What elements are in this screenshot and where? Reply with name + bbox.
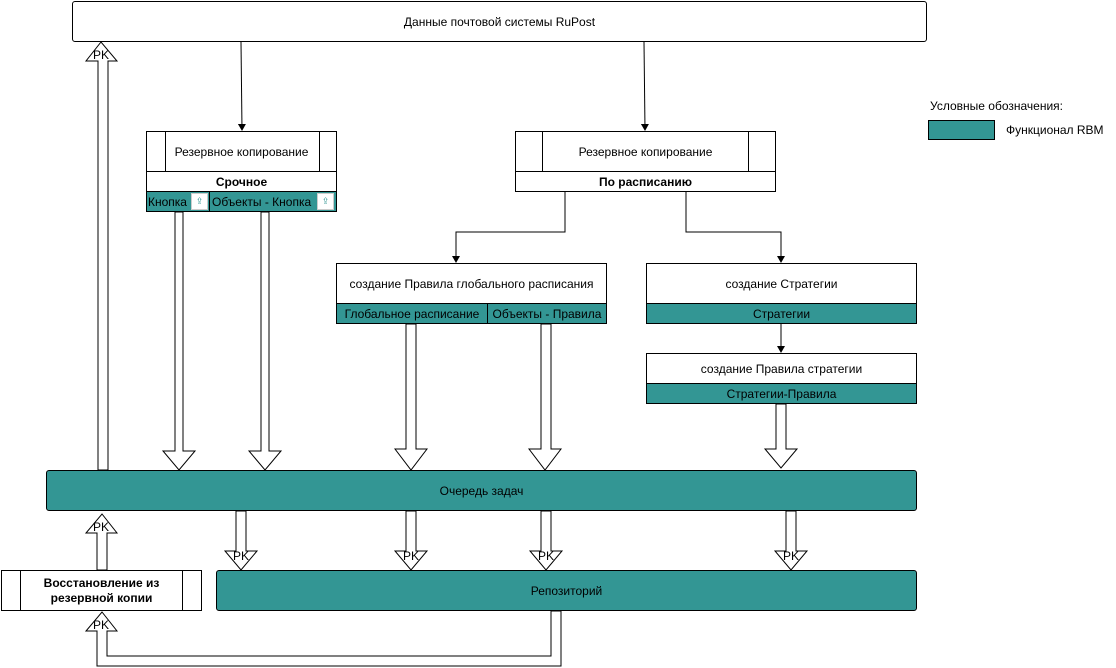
repo-to-restore-arrow xyxy=(84,610,562,667)
pk-label-queue: PK xyxy=(93,520,109,534)
scheduled-to-strategy-arrow xyxy=(685,192,785,263)
strategy-rule-box[interactable]: создание Правила стратегии xyxy=(646,353,917,384)
cell-knopka[interactable]: Кнопка xyxy=(148,192,210,211)
urgent-backup-mode: Срочное xyxy=(146,171,337,192)
strategy-rule-title: создание Правила стратегии xyxy=(700,361,863,376)
upload-icon[interactable]: ⇪ xyxy=(317,193,334,210)
pk-label-repo-4: PK xyxy=(783,549,799,563)
cell-objects-rules-label: Объекты - Правила xyxy=(492,306,602,321)
scheduled-backup-mode: По расписанию xyxy=(515,171,776,192)
queue-to-repo-arrow-2 xyxy=(393,510,429,571)
source-system-box[interactable]: Данные почтовой системы RuPost xyxy=(72,1,927,42)
repository[interactable]: Репозиторий xyxy=(216,570,917,611)
queue-to-source-arrow xyxy=(84,41,119,471)
source-to-scheduled-arrow xyxy=(640,41,649,131)
queue-to-repo-arrow-1 xyxy=(223,510,259,571)
cell-global-schedule-label: Глобальное расписание xyxy=(344,306,480,321)
obj-rules-to-queue-arrow xyxy=(527,323,563,471)
source-to-urgent-arrow xyxy=(237,41,246,131)
urgent-backup-title: Резервное копирование xyxy=(174,144,309,159)
global-schedule-box[interactable]: создание Правила глобального расписания xyxy=(336,263,607,304)
strategy-box[interactable]: создание Стратегии xyxy=(646,263,917,304)
restore-title: Восстановление из резервной копии xyxy=(43,575,160,605)
source-system-title: Данные почтовой системы RuPost xyxy=(403,14,596,29)
restore-process[interactable]: Восстановление из резервной копии xyxy=(1,570,202,611)
restore-to-queue-arrow xyxy=(84,513,119,571)
strategy-cell-label: Стратегии xyxy=(752,306,811,321)
pk-label-repo-1: PK xyxy=(233,549,249,563)
cell-objects-knopka[interactable]: Объекты - Кнопка xyxy=(212,192,332,211)
repository-title: Репозиторий xyxy=(530,583,603,598)
legend-title: Условные обозначения: xyxy=(930,99,1063,113)
legend-item-label: Функционал RBM xyxy=(1006,123,1104,137)
task-queue-title: Очередь задач xyxy=(439,483,524,498)
obj-knopka-to-queue-arrow xyxy=(247,211,283,471)
scheduled-backup-process[interactable]: Резервное копирование xyxy=(515,131,776,172)
scheduled-to-global-arrow xyxy=(452,192,566,263)
strategy-rule-cell[interactable]: Стратегии-Правила xyxy=(646,383,917,404)
task-queue[interactable]: Очередь задач xyxy=(46,470,917,511)
pk-label-restore: PK xyxy=(93,618,109,632)
cell-knopka-label: Кнопка xyxy=(148,194,187,209)
urgent-backup-process[interactable]: Резервное копирование xyxy=(146,131,337,172)
pk-label-repo-3: PK xyxy=(538,549,554,563)
strategy-rule-cell-label: Стратегии-Правила xyxy=(726,386,837,401)
cell-objects-rules[interactable]: Объекты - Правила xyxy=(488,304,606,323)
knopka-to-queue-arrow xyxy=(161,211,197,471)
global-to-queue-arrow xyxy=(393,323,429,471)
urgent-mode-label: Срочное xyxy=(215,174,268,189)
urgent-backup-cells: Кнопка ⇪ Объекты - Кнопка ⇪ xyxy=(146,191,337,212)
legend-swatch xyxy=(928,120,995,140)
pk-label-source: PK xyxy=(93,48,109,62)
global-schedule-cells: Глобальное расписание Объекты - Правила xyxy=(336,303,607,324)
strategy-cell[interactable]: Стратегии xyxy=(646,303,917,324)
cell-objects-knopka-label: Объекты - Кнопка xyxy=(212,194,312,209)
pk-label-repo-2: PK xyxy=(403,549,419,563)
cell-global-schedule[interactable]: Глобальное расписание xyxy=(337,304,487,323)
scheduled-mode-label: По расписанию xyxy=(599,174,692,189)
strategy-title: создание Стратегии xyxy=(725,276,838,291)
queue-to-repo-arrow-3 xyxy=(528,510,564,571)
upload-icon[interactable]: ⇪ xyxy=(191,193,208,210)
scheduled-backup-title: Резервное копирование xyxy=(578,144,713,159)
global-schedule-title: создание Правила глобального расписания xyxy=(349,276,594,291)
queue-to-repo-arrow-4 xyxy=(773,510,809,571)
strategy-rules-to-queue-arrow xyxy=(763,403,799,469)
